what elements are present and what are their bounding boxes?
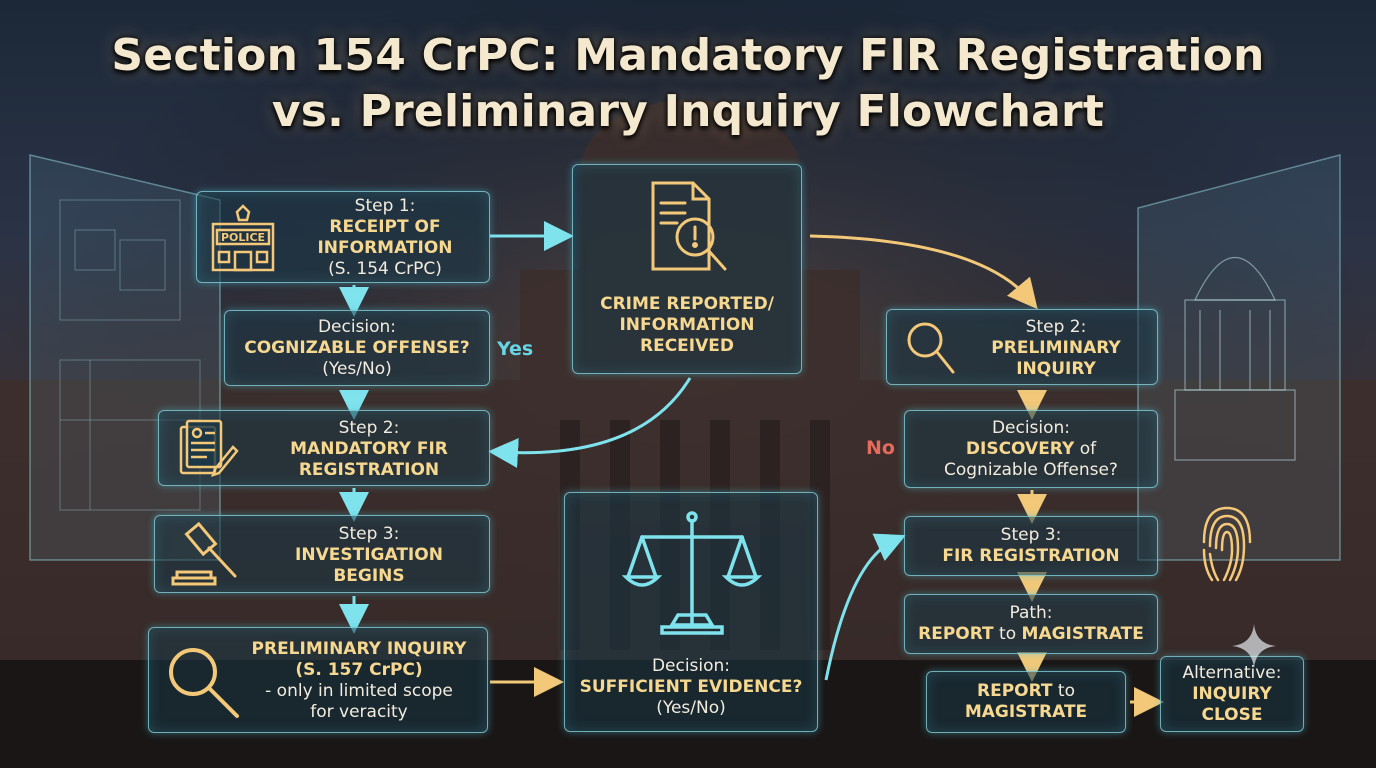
left-step2-bold: MANDATORY FIR REGISTRATION — [290, 438, 448, 480]
crime-reported-bold: CRIME REPORTED/ INFORMATION RECEIVED — [600, 294, 774, 356]
scales-icon — [622, 511, 762, 635]
report-bold2: MAGISTRATE — [964, 702, 1088, 722]
fir-form-icon — [179, 419, 239, 477]
evidence-sub: (Yes/No) — [656, 698, 726, 718]
left-step2-heading: Step 2: — [338, 417, 400, 438]
left-step1-bold: RECEIPT OF INFORMATION — [317, 217, 453, 258]
title-line-1: Section 154 CrPC: Mandatory FIR Registra… — [111, 30, 1265, 81]
right-decision-rest2: Cognizable Offense? — [944, 459, 1118, 480]
fingerprint-icon — [1202, 506, 1252, 582]
document-alert-icon — [651, 181, 727, 271]
left-step3-box: Step 3: INVESTIGATION BEGINS — [154, 515, 490, 593]
left-prelim-sub2: for veracity — [310, 702, 408, 722]
alt-bold1: INQUIRY — [1192, 683, 1272, 704]
left-decision1-box: Decision: COGNIZABLE OFFENSE? (Yes/No) — [224, 310, 490, 386]
police-station-icon: POLICE — [211, 204, 275, 272]
gavel-icon — [171, 522, 237, 586]
right-decision-box: Decision: DISCOVERY of Cognizable Offens… — [904, 410, 1158, 488]
right-path-bold2: MAGISTRATE — [1021, 624, 1144, 644]
yes-label: Yes — [497, 338, 534, 360]
right-decision-heading: Decision: — [991, 417, 1071, 438]
magnifier-icon — [907, 322, 955, 374]
right-path-bold1: REPORT — [918, 624, 994, 644]
right-decision-bold: DISCOVERY — [965, 438, 1075, 459]
report-magistrate-box: REPORT to MAGISTRATE — [926, 671, 1126, 733]
crime-reported-box: CRIME REPORTED/ INFORMATION RECEIVED — [572, 164, 802, 374]
report-bold1: REPORT — [976, 681, 1053, 701]
alternative-box: Alternative: INQUIRY CLOSE — [1160, 656, 1304, 732]
report-mid: to — [1052, 681, 1076, 701]
right-step2-heading: Step 2: — [1025, 316, 1087, 337]
right-step2-box: Step 2: PRELIMINARY INQUIRY — [886, 309, 1158, 385]
no-label: No — [866, 437, 895, 459]
left-step2-box: Step 2: MANDATORY FIR REGISTRATION — [158, 410, 490, 486]
magnifier-icon — [169, 648, 239, 718]
page-title: Section 154 CrPC: Mandatory FIR Registra… — [0, 28, 1376, 140]
left-decision1-sub: (Yes/No) — [322, 358, 392, 379]
left-step3-heading: Step 3: — [338, 523, 400, 544]
alt-bold2: CLOSE — [1201, 704, 1263, 725]
left-prelim-bold: PRELIMINARY INQUIRY (S. 157 CrPC) — [251, 639, 467, 680]
left-step1-box: POLICE Step 1: RECEIPT OF INFORMATION (S… — [196, 191, 490, 283]
left-step3-bold: INVESTIGATION BEGINS — [295, 544, 443, 586]
right-step3-bold: FIR REGISTRATION — [942, 546, 1120, 566]
left-decision1-heading: Decision: — [317, 316, 397, 337]
title-line-2: vs. Preliminary Inquiry Flowchart — [271, 86, 1105, 137]
evidence-bold: SUFFICIENT EVIDENCE? — [579, 677, 803, 697]
sparkle-icon — [1232, 624, 1276, 668]
sufficient-evidence-box: Decision: SUFFICIENT EVIDENCE? (Yes/No) — [564, 492, 818, 732]
right-path-mid: to — [993, 624, 1022, 644]
right-step3-box: Step 3: FIR REGISTRATION — [904, 516, 1158, 576]
right-step3-heading: Step 3: — [1000, 525, 1062, 545]
alt-heading: Alternative: — [1182, 662, 1282, 683]
left-step1-sub: (S. 154 CrPC) — [328, 259, 442, 279]
right-path-box: Path: REPORT to MAGISTRATE — [904, 594, 1158, 654]
right-path-heading: Path: — [1009, 603, 1053, 623]
right-decision-rest1: of — [1074, 438, 1097, 459]
right-step2-bold: PRELIMINARY INQUIRY — [991, 337, 1121, 379]
left-decision1-bold: COGNIZABLE OFFENSE? — [244, 337, 470, 358]
left-prelim-box: PRELIMINARY INQUIRY (S. 157 CrPC) - only… — [148, 627, 488, 733]
evidence-heading: Decision: — [651, 656, 731, 676]
left-prelim-sub1: - only in limited scope — [265, 681, 453, 701]
left-step1-heading: Step 1: — [354, 196, 416, 216]
svg-text:POLICE: POLICE — [221, 231, 265, 244]
